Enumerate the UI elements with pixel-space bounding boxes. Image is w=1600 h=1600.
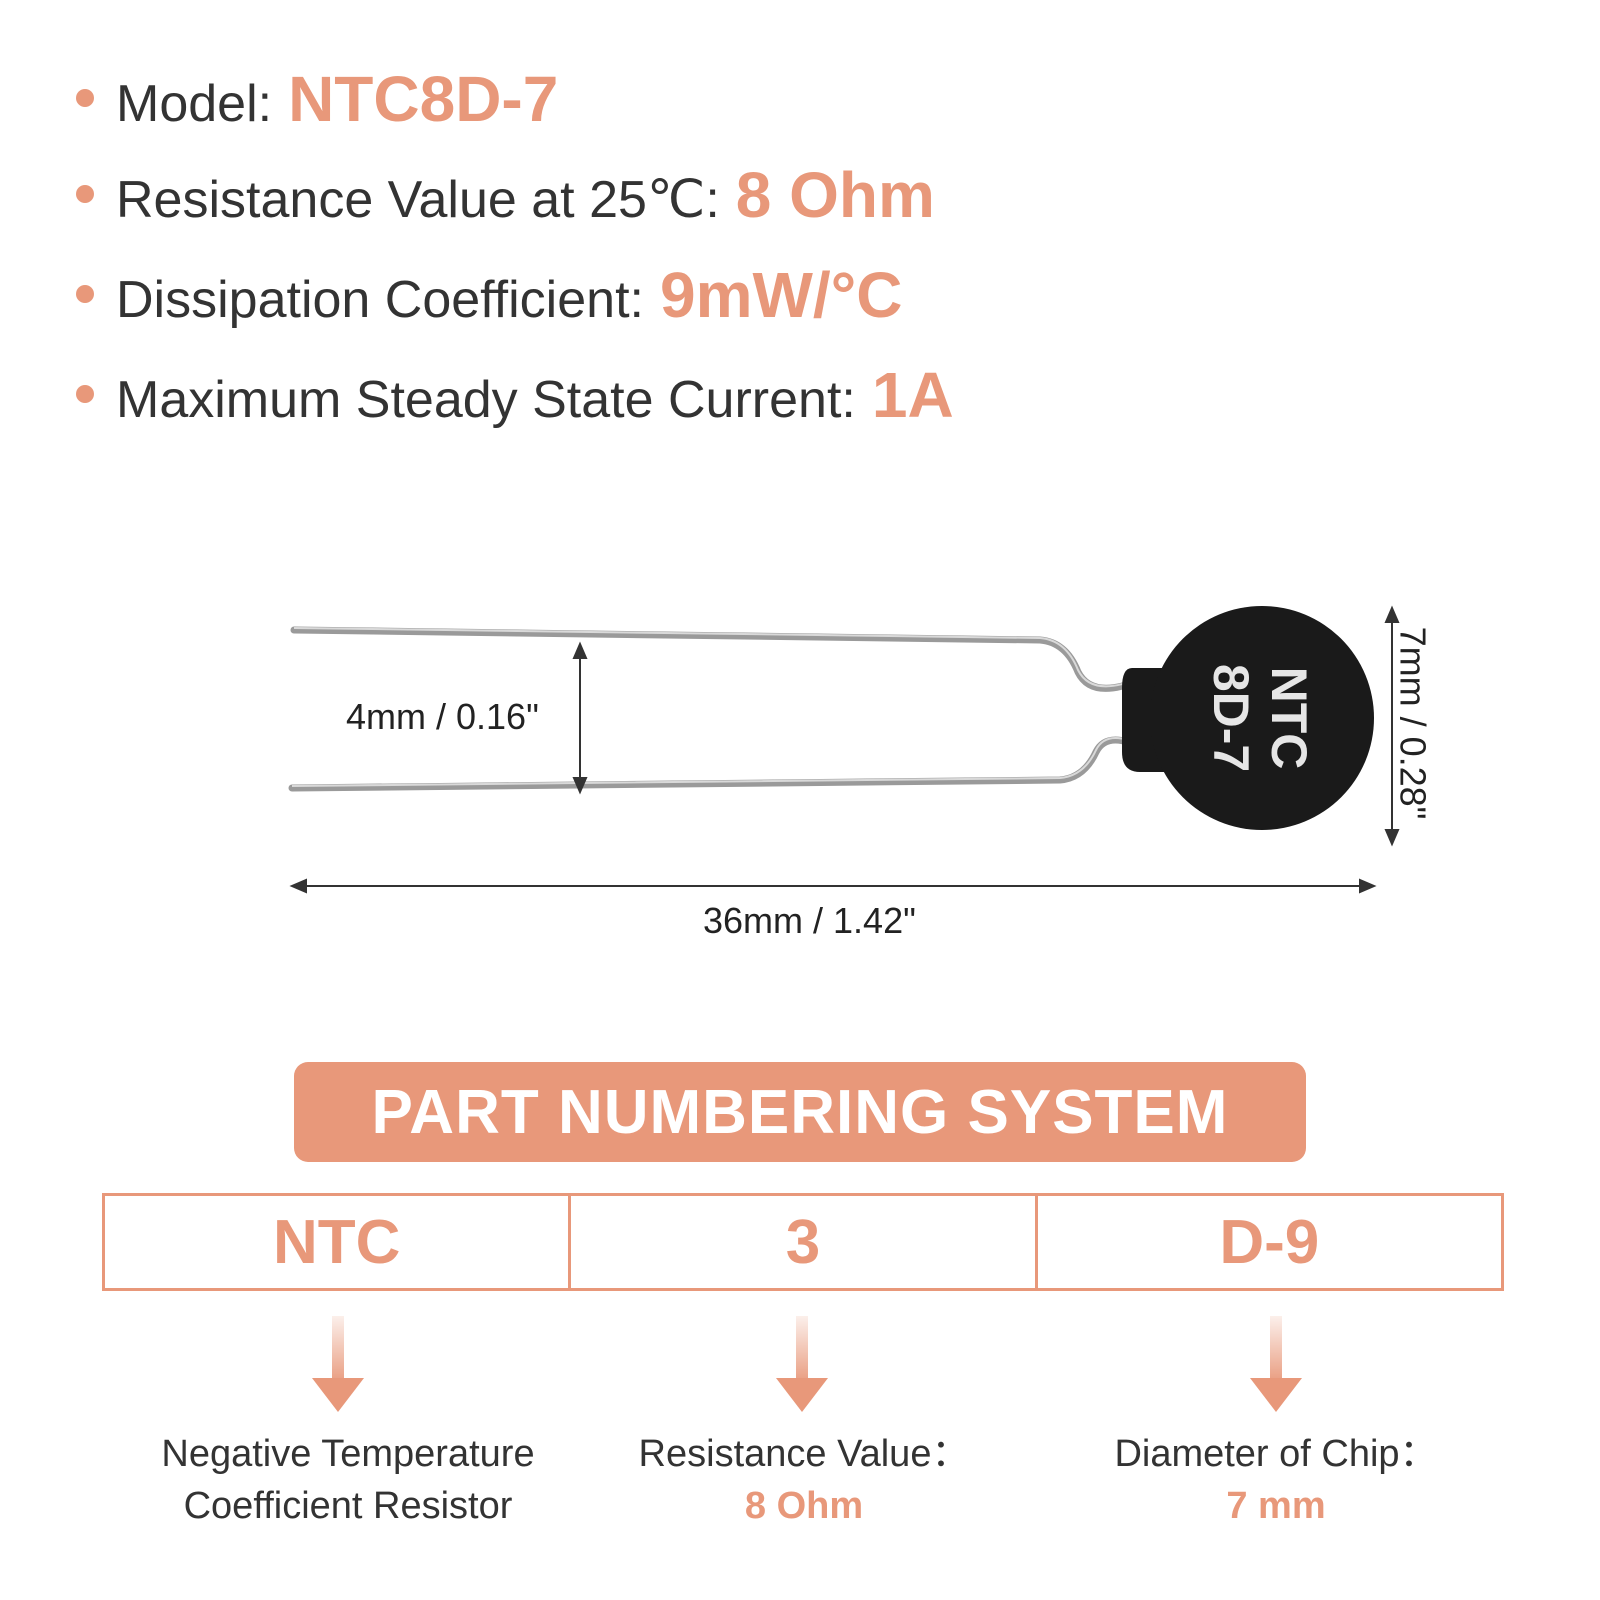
spec-label: Dissipation Coefficient:: [116, 271, 644, 329]
description-resistance: Resistance Value： 8 Ohm: [574, 1428, 1034, 1532]
spec-value: 8 Ohm: [735, 159, 935, 231]
spec-value: 1A: [871, 359, 954, 431]
down-arrow-icon: [1250, 1316, 1302, 1412]
bullet-icon: [76, 285, 94, 303]
code-cell: 3: [568, 1196, 1034, 1288]
description-line: Coefficient Resistor: [183, 1485, 513, 1527]
code-table: NTC 3 D-9: [102, 1193, 1504, 1291]
length-label: 36mm / 1.42": [703, 900, 916, 941]
description-ntc: Negative Temperature Coefficient Resisto…: [118, 1428, 578, 1532]
description-line: Negative Temperature: [161, 1433, 535, 1475]
spec-current: Maximum Steady State Current: 1A: [76, 358, 954, 432]
code-cell: NTC: [272, 1207, 401, 1277]
down-arrow-icon: [312, 1316, 364, 1412]
length-dimension: [289, 878, 1377, 894]
description-line: Diameter of Chip：: [1114, 1433, 1438, 1475]
part-numbering-title: PART NUMBERING SYSTEM: [294, 1062, 1306, 1162]
thermistor-body: [1122, 606, 1374, 830]
spec-label: Resistance Value at 25℃:: [116, 171, 720, 229]
description-value: 8 Ohm: [744, 1485, 864, 1527]
lead-spacing-label: 4mm / 0.16": [346, 696, 539, 737]
spec-value: NTC8D-7: [288, 63, 559, 135]
diameter-dimension: [1384, 605, 1400, 847]
description-value: 7 mm: [1226, 1485, 1326, 1527]
spec-label: Model:: [116, 75, 273, 133]
thermistor-diagram: NTC 8D-7: [288, 605, 1400, 894]
spec-value: 9mW/°C: [659, 259, 903, 331]
spec-model: Model: NTC8D-7: [76, 62, 558, 136]
description-diameter: Diameter of Chip： 7 mm: [1046, 1428, 1506, 1532]
marking-line-2: 8D-7: [1203, 664, 1259, 772]
down-arrow-icon: [776, 1316, 828, 1412]
code-cell: D-9: [1034, 1196, 1501, 1288]
bullet-icon: [76, 385, 94, 403]
body-marking: NTC 8D-7: [1203, 664, 1317, 772]
spec-resistance: Resistance Value at 25℃: 8 Ohm: [76, 158, 935, 232]
marking-line-1: NTC: [1261, 667, 1317, 770]
lead-spacing-dimension: [572, 641, 588, 795]
bullet-icon: [76, 89, 94, 107]
bullet-icon: [76, 185, 94, 203]
spec-dissipation: Dissipation Coefficient: 9mW/°C: [76, 258, 902, 332]
spec-label: Maximum Steady State Current:: [116, 371, 856, 429]
diameter-label: 7mm / 0.28": [1392, 626, 1434, 820]
description-line: Resistance Value：: [638, 1433, 970, 1475]
